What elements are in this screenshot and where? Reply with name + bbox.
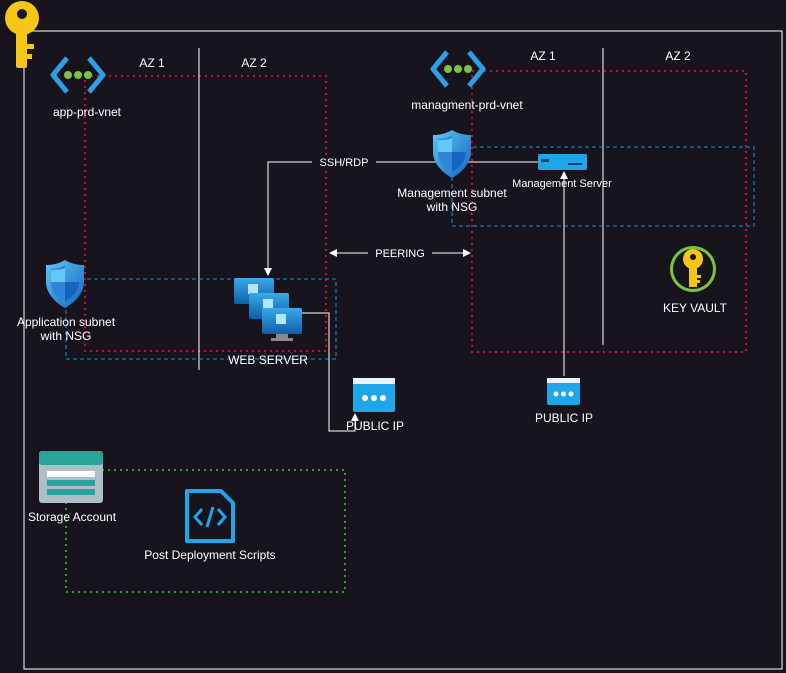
app-vnet-boundary <box>84 75 327 352</box>
app-nsg-shield-icon <box>46 260 84 308</box>
mgmt-vnet-boundary <box>471 70 747 353</box>
mgmt-az1-label: AZ 1 <box>530 49 556 63</box>
web-server-icon <box>234 278 302 341</box>
mgmt-nsg-shield-icon <box>433 130 471 178</box>
mgmt-subnet-label-line1: Management subnet <box>397 186 507 200</box>
mgmt-public-ip-icon <box>547 378 580 405</box>
app-vnet-icon <box>50 56 106 94</box>
mgmt-az2-label: AZ 2 <box>665 49 691 63</box>
storage-boundary <box>65 469 346 593</box>
web-public-ip-label: PUBLIC IP <box>345 419 405 433</box>
key-vault-icon <box>670 246 716 292</box>
mgmt-server-icon <box>538 154 587 170</box>
app-az2-label: AZ 2 <box>241 56 267 70</box>
scripts-label: Post Deployment Scripts <box>144 548 276 562</box>
mgmt-subnet-boundary <box>451 146 755 227</box>
app-subnet-label-line2: with NSG <box>40 329 92 343</box>
peering-label: PEERING <box>368 247 432 261</box>
mgmt-vnet-icon <box>430 50 486 88</box>
web-public-ip-connector <box>302 312 359 432</box>
web-public-ip-icon <box>353 378 395 412</box>
app-az1-label: AZ 1 <box>139 56 165 70</box>
code-file-icon <box>185 489 235 543</box>
app-subnet-boundary <box>65 278 337 360</box>
web-server-label: WEB SERVER <box>228 353 308 367</box>
outer-boundary <box>23 30 783 670</box>
mgmt-vnet-label: managment-prd-vnet <box>411 98 523 112</box>
app-vnet-label: app-prd-vnet <box>52 105 122 119</box>
storage-account-label: Storage Account <box>27 510 117 524</box>
mgmt-subnet-label-line2: with NSG <box>426 200 478 214</box>
mgmt-server-label: Management Server <box>512 178 612 190</box>
key-icon <box>5 1 39 68</box>
app-subnet-label-line1: Application subnet <box>16 315 116 329</box>
key-vault-label: KEY VAULT <box>662 301 728 315</box>
ssh-rdp-label: SSH/RDP <box>312 156 376 170</box>
storage-account-icon <box>39 451 103 503</box>
mgmt-public-ip-label: PUBLIC IP <box>534 411 594 425</box>
